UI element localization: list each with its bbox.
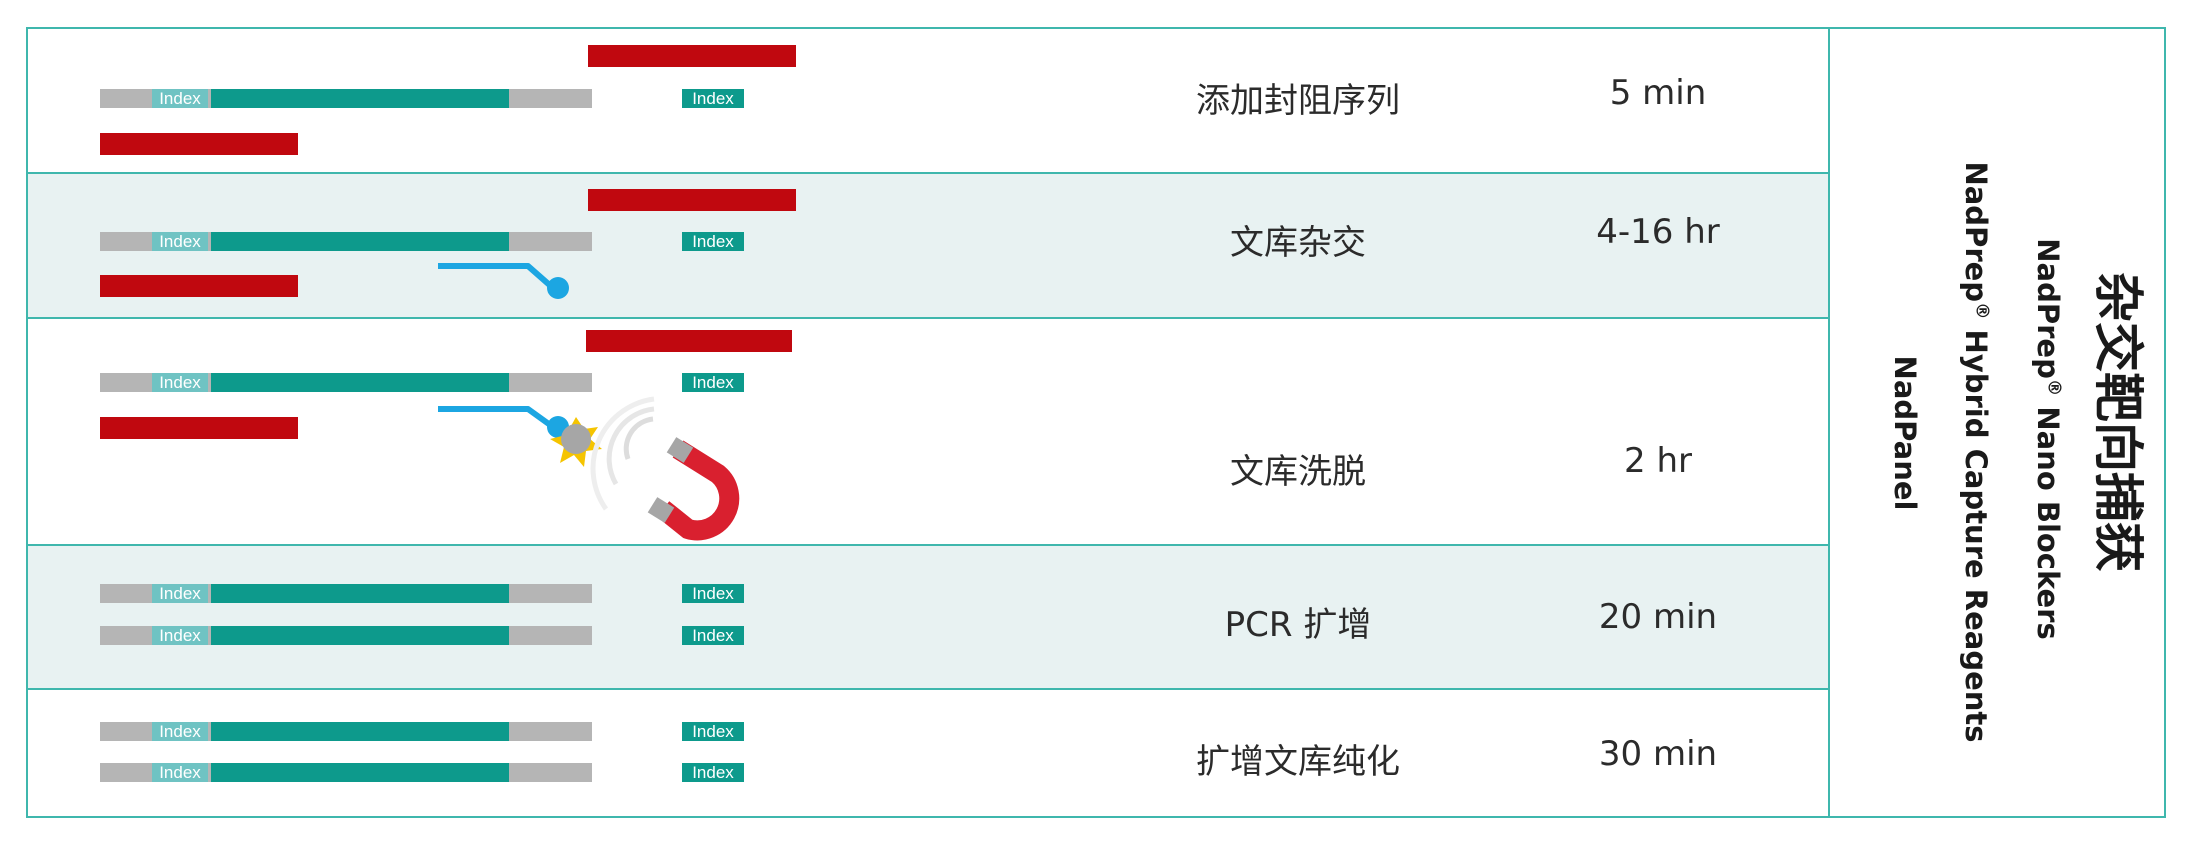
- index-tag-right: [682, 232, 744, 251]
- index-tag-right: [682, 722, 744, 741]
- insert-segment: [211, 584, 509, 603]
- step-name: 文库洗脱: [1230, 452, 1366, 492]
- magnet-pole: [647, 497, 675, 523]
- magnetic-field-arc: [606, 406, 655, 486]
- step-time: 2 hr: [1624, 441, 1692, 481]
- capture-probe: [438, 263, 555, 291]
- index-tag-left: [152, 722, 208, 741]
- index-tag-left: [152, 89, 208, 108]
- product-nano-blockers: NadPrep® Nano Blockers: [2031, 238, 2065, 640]
- magnetic-field-arc: [590, 396, 655, 511]
- product-panel: 杂交靶向捕获 NadPrep® Nano Blockers NadPrep® H…: [1830, 29, 2166, 816]
- index-label: Index: [159, 626, 201, 645]
- row-divider: [28, 544, 1828, 546]
- index-label: Index: [692, 89, 734, 108]
- step-name: 文库杂交: [1230, 223, 1366, 263]
- insert-segment: [211, 89, 509, 108]
- insert-segment: [211, 626, 509, 645]
- index-label: Index: [159, 584, 201, 603]
- blocker-oligo: [586, 330, 792, 352]
- row-divider: [28, 688, 1828, 690]
- step-row-5: 扩增文库纯化 30 min: [28, 690, 1828, 816]
- blocker-oligo: [100, 417, 298, 439]
- index-tag-right: [682, 584, 744, 603]
- index-label: Index: [159, 232, 201, 251]
- magnetic-field-arc: [623, 416, 654, 460]
- insert-segment: [211, 232, 509, 251]
- row-divider: [28, 317, 1828, 319]
- product-hybrid-capture-reagents: NadPrep® Hybrid Capture Reagents: [1959, 161, 1993, 743]
- blocker-oligo: [100, 275, 298, 297]
- step-row-4: PCR 扩增 20 min: [28, 546, 1828, 688]
- step-name: 扩增文库纯化: [1196, 742, 1400, 782]
- blocker-oligo: [100, 133, 298, 155]
- row-divider: [28, 172, 1828, 174]
- step-time: 5 min: [1609, 73, 1707, 113]
- index-label: Index: [692, 373, 734, 392]
- blocker-oligo: [588, 45, 796, 67]
- index-tag-left: [152, 626, 208, 645]
- index-tag-left: [152, 232, 208, 251]
- index-tag-left: [152, 373, 208, 392]
- index-label: Index: [159, 373, 201, 392]
- biotin-bead: [547, 277, 569, 299]
- workflow-frame: 添加封阻序列 5 min 文库杂交 4-16 hr 文库洗脱 2 hr PCR …: [26, 27, 2166, 818]
- index-label: Index: [692, 626, 734, 645]
- step-name: PCR 扩增: [1224, 605, 1372, 645]
- index-label: Index: [159, 722, 201, 741]
- magnet-pole: [666, 437, 694, 463]
- index-tag-left: [152, 584, 208, 603]
- index-label: Index: [159, 89, 201, 108]
- magnet-icon: [656, 440, 740, 541]
- column-divider: [1828, 29, 1830, 816]
- panel-title: 杂交靶向捕获: [2089, 272, 2147, 572]
- index-tag-right: [682, 626, 744, 645]
- index-label: Index: [692, 584, 734, 603]
- index-tag-right: [682, 763, 744, 782]
- index-label: Index: [692, 232, 734, 251]
- blocker-oligo: [588, 189, 796, 211]
- step-row-1: 添加封阻序列 5 min: [28, 29, 1828, 172]
- index-tag-right: [682, 89, 744, 108]
- index-tag-left: [152, 763, 208, 782]
- product-nadpanel: NadPanel: [1888, 355, 1922, 511]
- step-time: 30 min: [1598, 734, 1718, 774]
- insert-segment: [211, 722, 509, 741]
- step-name: 添加封阻序列: [1196, 81, 1400, 121]
- index-tag-right: [682, 373, 744, 392]
- insert-segment: [211, 373, 509, 392]
- step-time: 4-16 hr: [1596, 212, 1720, 252]
- capture-probe: [438, 406, 555, 430]
- index-label: Index: [159, 763, 201, 782]
- index-label: Index: [692, 763, 734, 782]
- step-time: 20 min: [1598, 597, 1718, 637]
- step-row-3: 文库洗脱 2 hr: [28, 319, 1828, 544]
- index-label: Index: [692, 722, 734, 741]
- streptavidin-bead: [561, 424, 591, 454]
- insert-segment: [211, 763, 509, 782]
